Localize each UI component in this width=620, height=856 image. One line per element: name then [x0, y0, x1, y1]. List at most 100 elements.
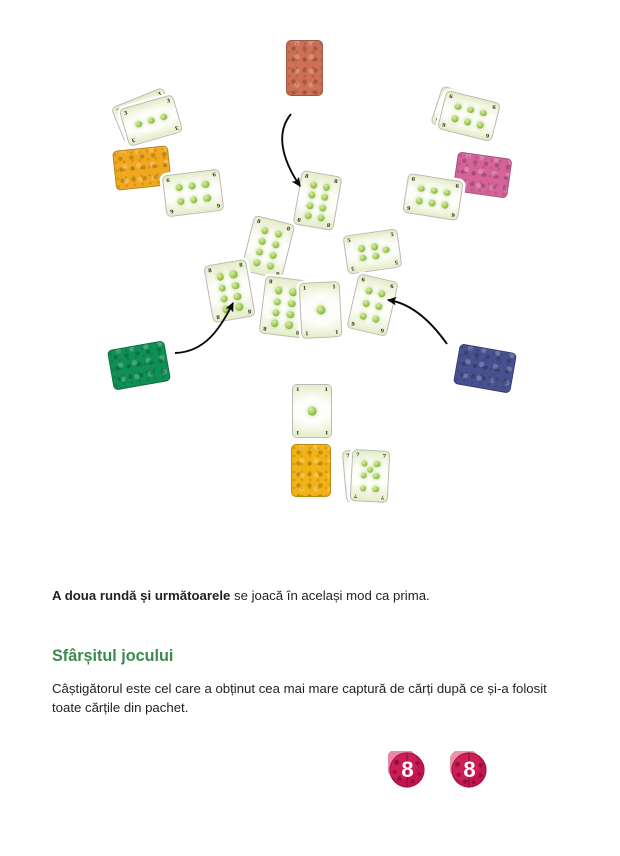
card-corner-value: 8 [326, 220, 331, 228]
card-corner-value: 6 [379, 326, 385, 334]
card-corner-value: 7 [353, 492, 358, 499]
pip [315, 305, 326, 315]
pip [231, 281, 240, 290]
card-corner-value: 1 [305, 329, 309, 336]
pip [361, 299, 371, 308]
pip [372, 252, 380, 260]
pip [217, 283, 227, 293]
card-corner-value: 3 [173, 123, 179, 131]
card-corner-value: 1 [296, 387, 300, 393]
pip [479, 108, 488, 117]
pip [305, 201, 314, 210]
pip [361, 460, 368, 468]
pip [463, 118, 472, 127]
pip [415, 197, 424, 206]
card-corner-value: 7 [355, 452, 360, 459]
pip [233, 292, 242, 301]
arrow-deck-to-center [281, 113, 301, 187]
pip [307, 406, 317, 416]
card-back-texture [287, 41, 322, 95]
pip [273, 297, 282, 306]
pip [235, 302, 244, 312]
pip [358, 311, 368, 321]
pip [370, 242, 379, 251]
pip [174, 183, 183, 192]
pip [176, 197, 185, 206]
card-corner-value: 6 [215, 201, 221, 209]
card-corner-value: 8 [238, 262, 244, 269]
pip [203, 194, 212, 203]
card-corner-value: 8 [268, 279, 273, 286]
ladybug-icon-right: 8 [448, 748, 488, 789]
pip [188, 182, 197, 191]
pip [357, 244, 366, 253]
pip [304, 211, 313, 220]
pip [360, 472, 368, 480]
card-corner-value: 7 [346, 453, 351, 460]
pip [453, 102, 463, 111]
pip [371, 314, 381, 324]
pip [372, 485, 379, 493]
pip [284, 320, 294, 330]
pip [358, 254, 367, 262]
ladybug-left-svg [385, 747, 425, 788]
pip [377, 289, 387, 299]
arrow-blue-to-center [386, 296, 448, 345]
pip [475, 121, 485, 130]
pip [252, 258, 262, 267]
card-corner-value: 5 [390, 231, 395, 239]
pip [322, 182, 331, 192]
pip [288, 288, 298, 297]
card-back-texture [108, 341, 170, 390]
card-corner-value: 6 [450, 211, 455, 218]
card-corner-value: 8 [207, 267, 213, 275]
pip [440, 201, 449, 210]
section-heading-end-of-game: Sfârșitul jocului [52, 647, 174, 665]
pip [366, 466, 374, 474]
card-pips [204, 260, 254, 322]
card-corner-value: 6 [165, 177, 171, 185]
pip [309, 180, 318, 189]
pip [359, 484, 367, 492]
pip [286, 310, 295, 319]
pip [307, 191, 316, 200]
card-back-green [106, 340, 172, 391]
illustration-card-game-diagram: 3333333366666666666666668888888888881111… [0, 0, 620, 540]
pip [317, 213, 326, 222]
ladybug-right-svg [448, 748, 487, 788]
pip [318, 203, 327, 212]
card-corner-value: 8 [274, 269, 280, 277]
pip [258, 237, 267, 246]
card-corner-value: 5 [350, 264, 355, 272]
card-corner-value: 8 [295, 328, 300, 335]
card-corner-value: 6 [212, 172, 217, 179]
pip [271, 240, 280, 250]
pip [466, 105, 475, 114]
card-deck-red-top [286, 40, 323, 96]
page-number-digit-left: 8 [401, 757, 413, 782]
pip [134, 119, 143, 129]
pip [146, 116, 156, 125]
pip [274, 286, 283, 295]
pip [320, 193, 329, 202]
pip [266, 261, 275, 271]
card-pips [242, 216, 294, 279]
card-face-six-left: 6 6 6 6 [161, 168, 225, 218]
pip [364, 286, 374, 296]
pip [372, 472, 380, 480]
paragraph-winner: Câștigătorul este cel care a obținut cea… [52, 681, 547, 716]
card-back-blue [452, 343, 518, 394]
card-corner-value: 1 [324, 387, 328, 393]
pip [201, 180, 210, 189]
pip [268, 251, 278, 260]
card-corner-value: 1 [324, 429, 328, 435]
pip [229, 270, 238, 279]
paragraph-second-round-bold: A doua rundă și următoarele [52, 588, 231, 603]
pip [428, 199, 436, 208]
card-corner-value: 6 [484, 131, 490, 139]
card-corner-value: 6 [169, 207, 174, 214]
